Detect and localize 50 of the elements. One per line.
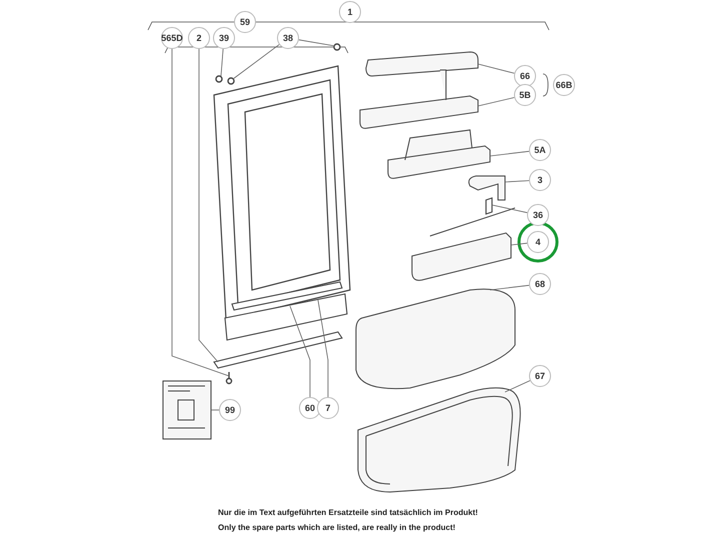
callout-number: 565D [161, 27, 183, 49]
leader-line [290, 306, 310, 398]
lid-drawing [356, 288, 516, 390]
callout-number: 60 [299, 397, 321, 419]
callout-number: 2 [188, 27, 210, 49]
leader-line [220, 48, 224, 76]
callout-number: 68 [529, 273, 551, 295]
leader-line [510, 242, 528, 246]
leader-line [298, 39, 336, 46]
leader-line [198, 48, 218, 362]
manual-drawing [162, 380, 212, 440]
callout-number: 39 [213, 27, 235, 49]
callout-number: 5A [529, 139, 551, 161]
screw-drawing [226, 372, 232, 384]
leader-line [490, 284, 530, 290]
hinge-plate-drawing [213, 331, 343, 369]
callout-number: 66 [514, 65, 536, 87]
leader-line [172, 48, 230, 376]
callout-number: 5B [514, 84, 536, 106]
pin-drawing [333, 43, 341, 51]
callout-number: 36 [527, 204, 549, 226]
callout-number: 1 [339, 1, 361, 23]
door-shelf-drawing [412, 208, 516, 281]
stop-drawing [485, 197, 493, 215]
callout-number: 66B [553, 74, 575, 96]
leader-line [492, 204, 528, 214]
note-text: Nur die im Text aufgeführten Ersatzteile sind tatsächlich im Produkt! [218, 508, 478, 517]
callout-number: 4 [527, 231, 549, 253]
callout-number: 67 [529, 365, 551, 387]
bottom-strip-drawing [224, 293, 348, 341]
clip-drawing [468, 176, 506, 200]
leader-line [490, 150, 530, 156]
crisper-drawing [358, 387, 521, 492]
pin-drawing [215, 75, 223, 83]
leader-line [478, 64, 515, 74]
pin-drawing [227, 77, 235, 85]
callout-number: 38 [277, 27, 299, 49]
leader-line [318, 300, 328, 398]
leader-line [232, 44, 280, 80]
leader-line [478, 97, 515, 106]
gasket-strip-drawing [231, 281, 343, 311]
callout-number: 3 [529, 169, 551, 191]
door-shelf-drawing [388, 130, 490, 179]
leader-line [504, 180, 530, 182]
cover-drawing [366, 52, 478, 76]
callout-number: 59 [234, 11, 256, 33]
leader-line [504, 380, 530, 392]
note-text: Only the spare parts which are listed, are really in the product! [218, 523, 456, 532]
callout-number: 7 [317, 397, 339, 419]
callout-number: 99 [219, 399, 241, 421]
